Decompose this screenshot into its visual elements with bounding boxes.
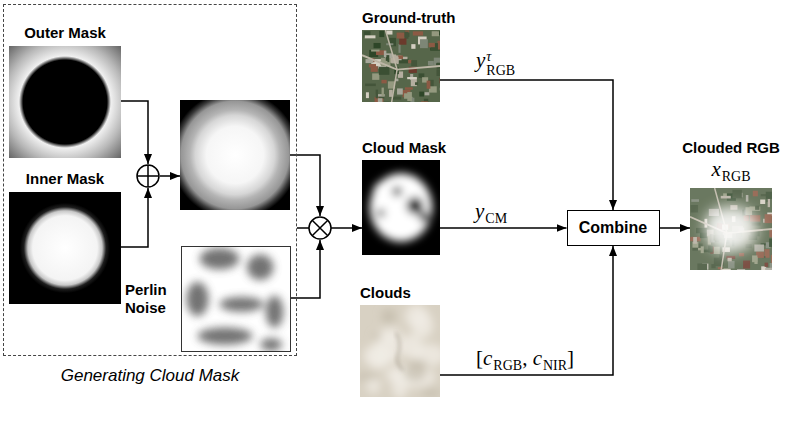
math-script: RGB	[493, 359, 522, 373]
image-title: Outer Mask	[24, 24, 106, 42]
box-label: Combine	[579, 218, 647, 237]
flow-line	[290, 155, 320, 216]
math-script: τRGB	[486, 50, 515, 78]
math-script: CM	[485, 212, 507, 226]
flow-line	[120, 101, 148, 164]
edge-label: yCM	[475, 199, 507, 226]
math-script: RGB	[722, 170, 751, 184]
heading-group: Clouds	[360, 284, 411, 302]
picture	[181, 246, 291, 352]
heading-group: Ground-truth	[362, 9, 455, 27]
mask-image: Outer Mask	[9, 46, 121, 158]
math-subscript: RGB	[722, 170, 751, 184]
image-title: xRGB	[682, 157, 780, 184]
image-title: Cloud Mask	[362, 139, 446, 157]
picture	[362, 160, 440, 255]
flow-line	[290, 240, 320, 298]
heading-group: Generating Cloud Mask	[61, 366, 240, 386]
flow-line	[160, 175, 180, 177]
math-symbol: y	[475, 199, 484, 223]
math-symbol: x	[711, 157, 720, 181]
image-title: Clouds	[360, 284, 411, 302]
math-text: ,	[522, 346, 533, 370]
heading-group: Combine	[568, 211, 659, 245]
clouds-image: Clouds	[360, 305, 440, 397]
math-subscript: RGB	[493, 359, 522, 373]
flow-arrow	[660, 227, 691, 229]
heading-group: Inner Mask	[26, 170, 104, 188]
picture	[362, 30, 440, 102]
math-symbol: y	[476, 48, 485, 72]
edge-label: [cRGB, cNIR]	[476, 346, 574, 373]
math-text: ]	[567, 346, 574, 370]
flow-line	[120, 188, 148, 247]
output-image: Clouded RGBxRGB	[690, 188, 772, 270]
combined-mask-image	[180, 100, 290, 210]
multiply-operator	[309, 217, 331, 239]
heading-group: Outer Mask	[24, 24, 106, 42]
flow-arrow	[440, 80, 613, 210]
ground-truth-image: Ground-truth	[362, 30, 440, 102]
image-title: Clouded RGB	[682, 139, 780, 157]
math-text: [	[476, 346, 483, 370]
mask-image: Inner Mask	[9, 192, 121, 304]
picture	[9, 192, 121, 304]
heading-group: Perlin Noise	[125, 281, 177, 317]
dashed-group: Outer MaskInner MaskPerlin NoiseGenerati…	[3, 4, 297, 356]
math-subscript: NIR	[543, 359, 567, 373]
image-title: Inner Mask	[26, 170, 104, 188]
image-title: Perlin Noise	[125, 281, 177, 317]
cloud-mask-image: Cloud Mask	[362, 160, 440, 255]
image-title: Ground-truth	[362, 9, 455, 27]
edge-label: yτRGB	[476, 48, 515, 78]
math-symbol: c	[483, 346, 492, 370]
math-symbol: c	[533, 346, 542, 370]
math-subscript: RGB	[486, 64, 515, 78]
heading-group: Clouded RGBxRGB	[682, 139, 780, 184]
heading-group: Cloud Mask	[362, 139, 446, 157]
group-caption: Generating Cloud Mask	[61, 366, 240, 386]
flow-arrow	[440, 227, 567, 229]
picture	[690, 188, 772, 270]
add-operator	[137, 165, 159, 187]
picture	[360, 305, 440, 397]
picture	[9, 46, 121, 158]
math-script: NIR	[543, 359, 567, 373]
process-box: Combine	[567, 210, 660, 246]
math-superscript: τ	[486, 50, 515, 64]
math-subscript: CM	[485, 212, 507, 226]
noise-image: Perlin Noise	[181, 246, 291, 352]
flow-arrow	[440, 246, 613, 375]
